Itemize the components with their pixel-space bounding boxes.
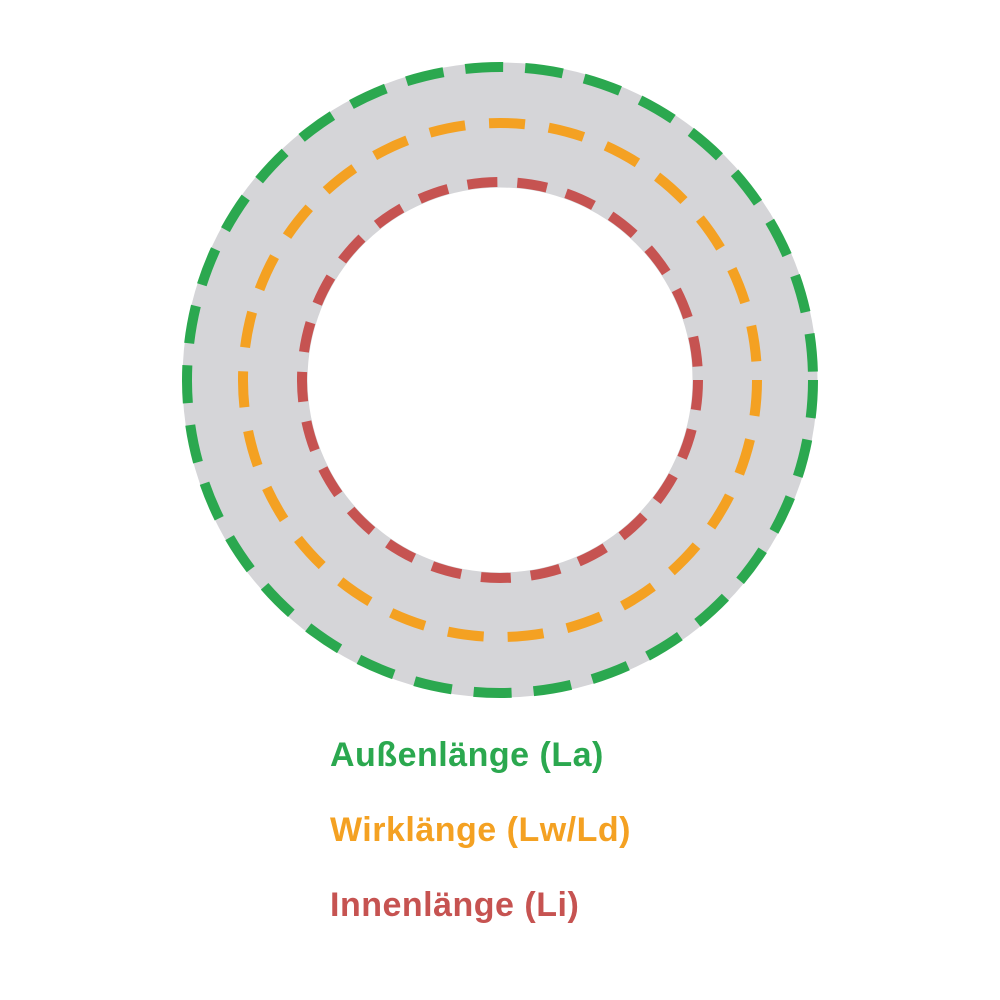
outer-length-dashed-circle — [182, 62, 818, 698]
legend-label-outer-length: Außenlänge (La) — [330, 736, 604, 774]
effective-length-dashed-circle — [238, 118, 762, 642]
inner-length-dashed-circle — [297, 177, 703, 583]
legend-label-effective-length: Wirklänge (Lw/Ld) — [330, 811, 631, 849]
v-belt-diagram — [182, 62, 818, 698]
legend-label-inner-length: Innenlänge (Li) — [330, 886, 580, 924]
legend: Außenlänge (La) Wirklänge (Lw/Ld) Innenl… — [330, 738, 631, 922]
